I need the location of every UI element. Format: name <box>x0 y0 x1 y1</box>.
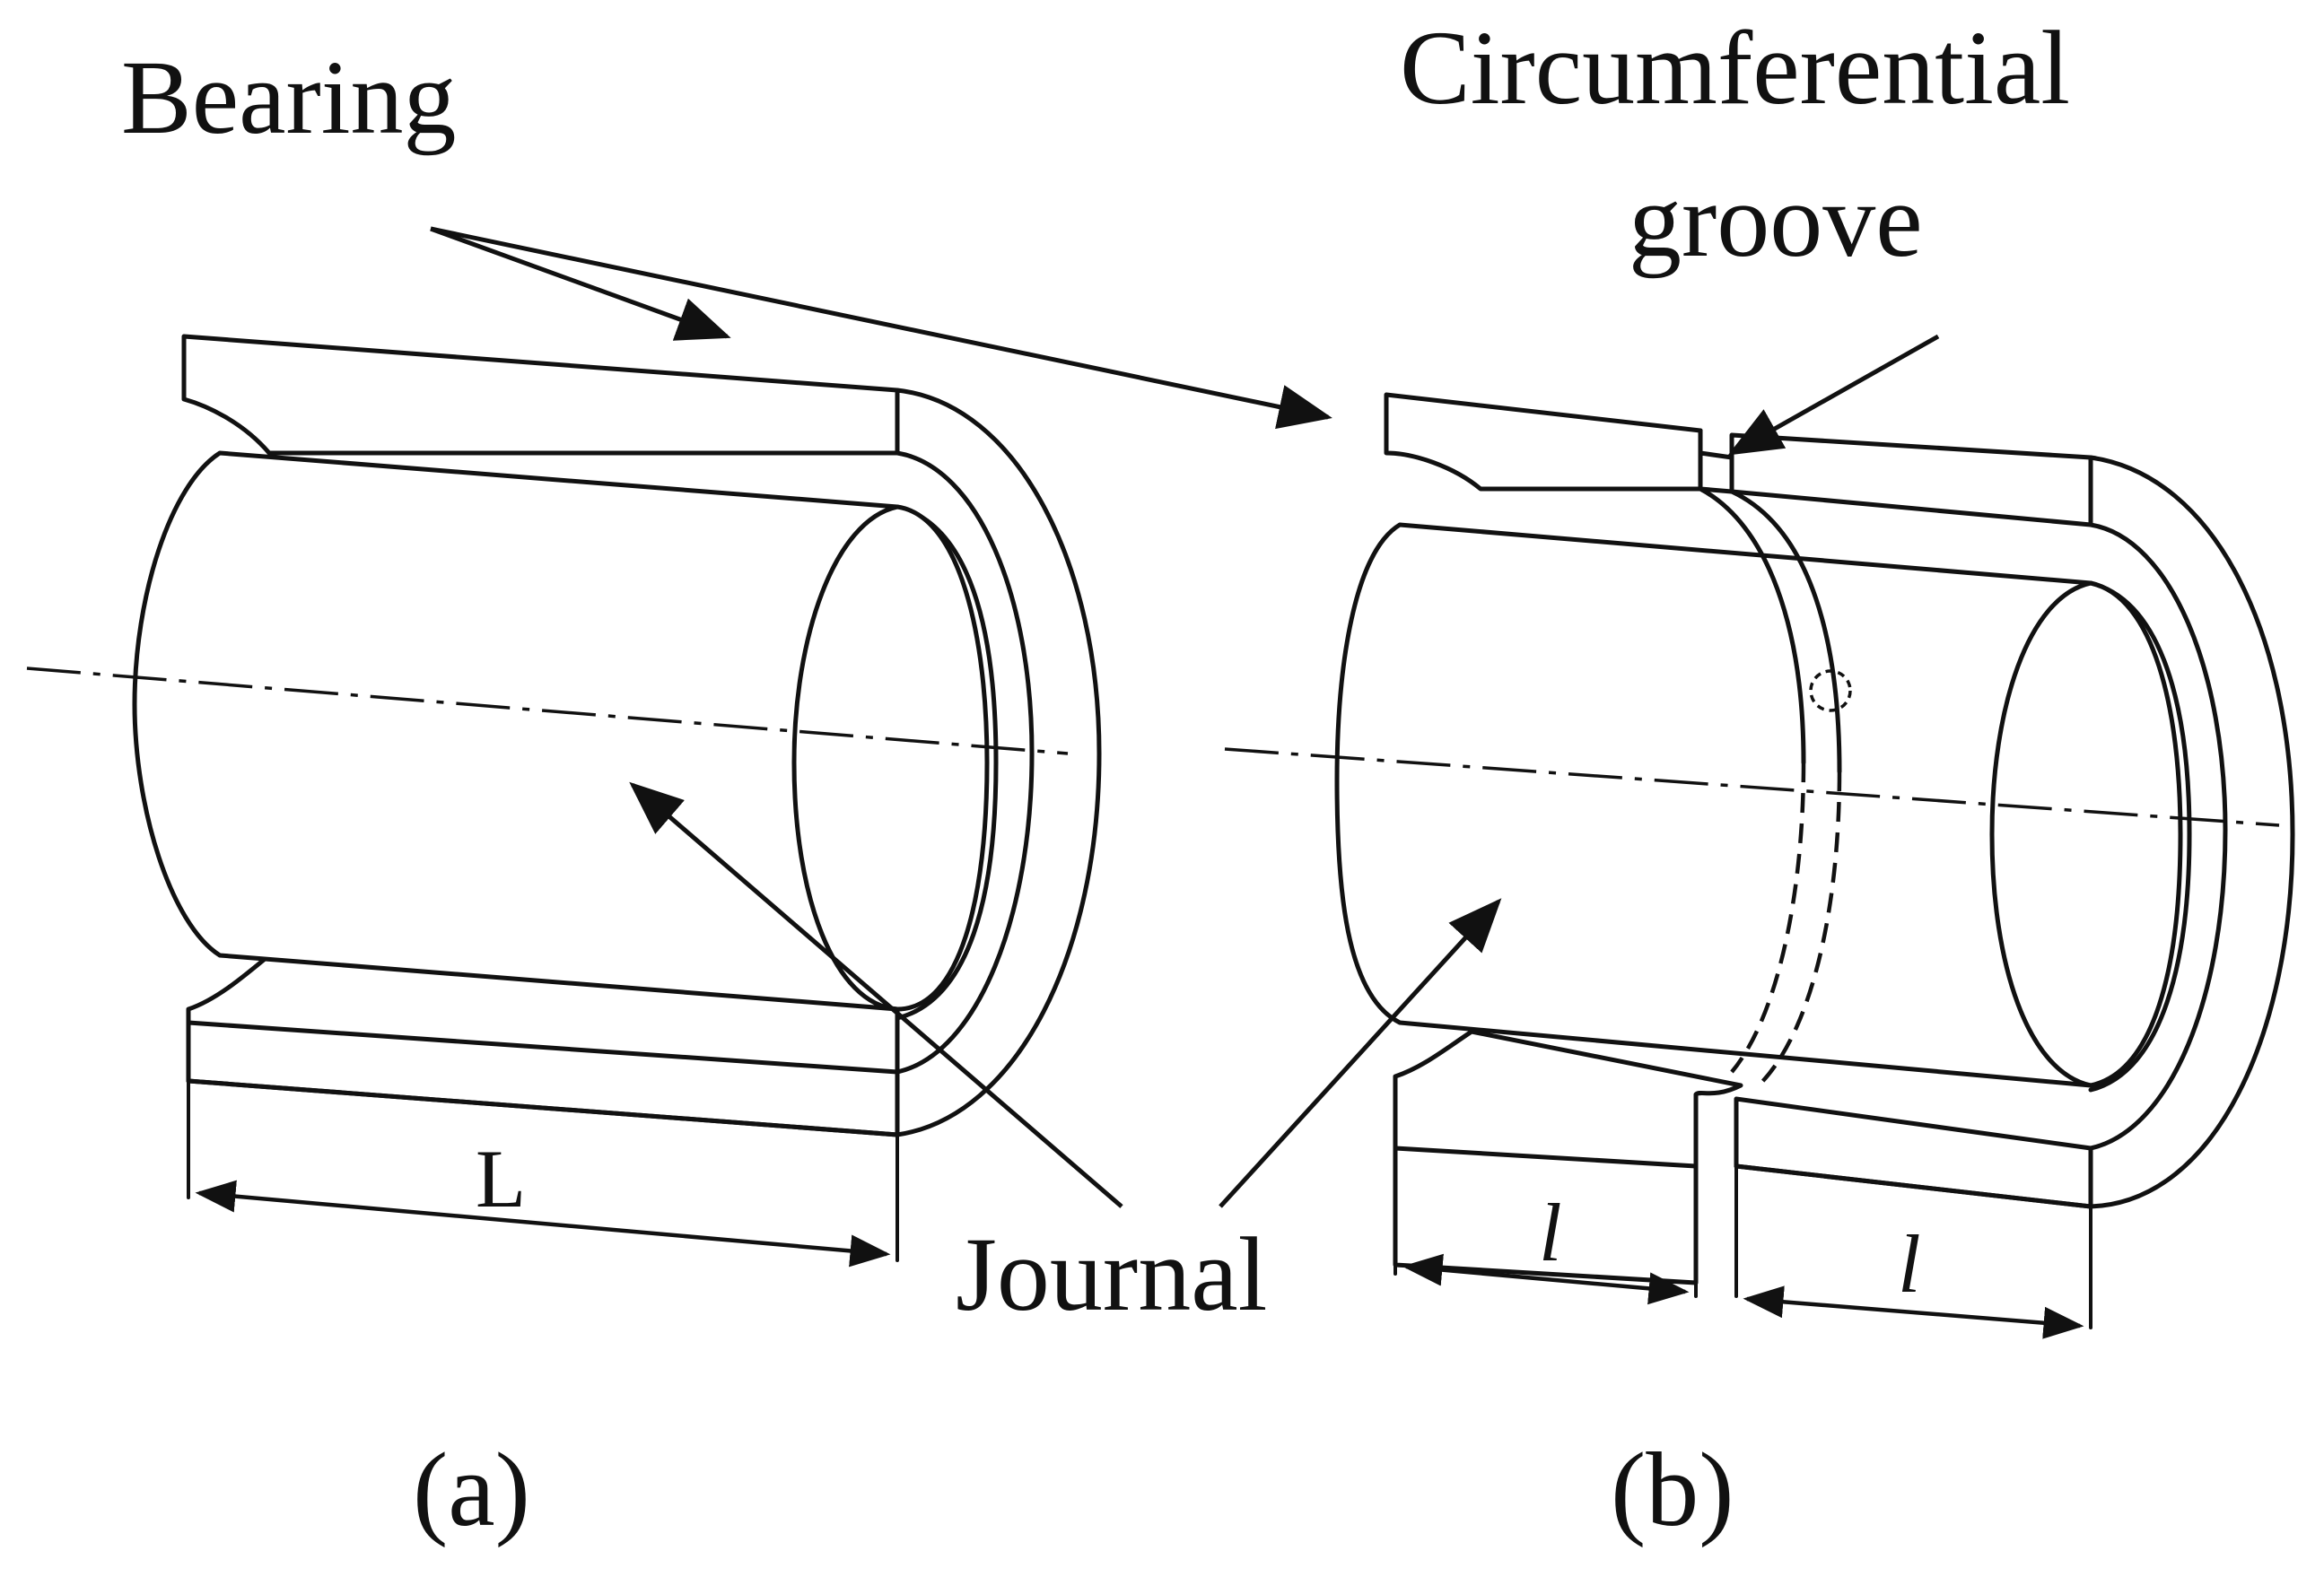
groove-band-front-edge <box>1698 486 1806 765</box>
bearing-label: Bearing <box>121 39 457 156</box>
center-axis-b <box>1224 747 2280 827</box>
groove-label-line1: Circumferential <box>1400 9 2070 126</box>
bearing-a-bottom-flange-edge <box>186 1078 900 1137</box>
bearing-a-top-flange <box>181 334 900 456</box>
dim-b-left-label: l <box>1539 1187 1562 1278</box>
dim-b-left-line <box>1402 1253 1690 1305</box>
caption-a: (a) <box>413 1431 530 1548</box>
dim-a-line <box>195 1180 891 1268</box>
bearing-a-flange-inner-edge <box>186 1020 900 1075</box>
bearing-b-flange-base-right <box>1734 1163 2093 1209</box>
bearing-b-top-flange-right <box>1729 432 2093 527</box>
bearing-leader-arrow-b <box>430 226 1332 430</box>
caption-b: (b) <box>1611 1431 1734 1548</box>
groove-band-hidden-front <box>1730 762 1806 1074</box>
journal-b-end-face <box>1989 580 2093 1088</box>
bearing-b-flange-base-left <box>1393 1146 1699 1169</box>
journal-a-end-face <box>791 504 900 1012</box>
journal-label: Journal <box>956 1215 1267 1333</box>
groove-band-hidden-rear <box>1757 771 1842 1087</box>
center-axis-a <box>26 667 1069 755</box>
bearing-b-inner-ring <box>2088 580 2192 1093</box>
bearing-leader-arrow-a <box>430 226 731 341</box>
dim-b-right-label: l <box>1898 1218 1921 1310</box>
journal-leader-arrow-a <box>629 781 1123 1208</box>
bearing-b-bottom-flange-right <box>1734 1096 2093 1209</box>
journal-leader-arrow-b <box>1219 898 1502 1208</box>
groove-leader-arrow <box>1727 334 1940 456</box>
oil-hole-icon <box>1809 669 1852 712</box>
circumferential-groove-notch <box>1698 428 1734 494</box>
journal-a <box>132 450 990 1012</box>
journal-b <box>1334 522 2183 1088</box>
dim-a-label: L <box>476 1133 526 1224</box>
bearing-a-inner-ring <box>895 504 999 1021</box>
bearing-b-outer-end <box>2088 455 2295 1209</box>
groove-label-line2: groove <box>1629 161 1923 279</box>
dim-b-right-line <box>1743 1285 2084 1339</box>
bearing-b-top-flange-left <box>1384 392 1703 492</box>
bearing-a-outer-end <box>895 388 1102 1137</box>
bearing-b <box>1334 392 2295 1285</box>
groove-band-rear-edge <box>1729 489 1842 774</box>
bearing-a <box>132 334 1102 1137</box>
